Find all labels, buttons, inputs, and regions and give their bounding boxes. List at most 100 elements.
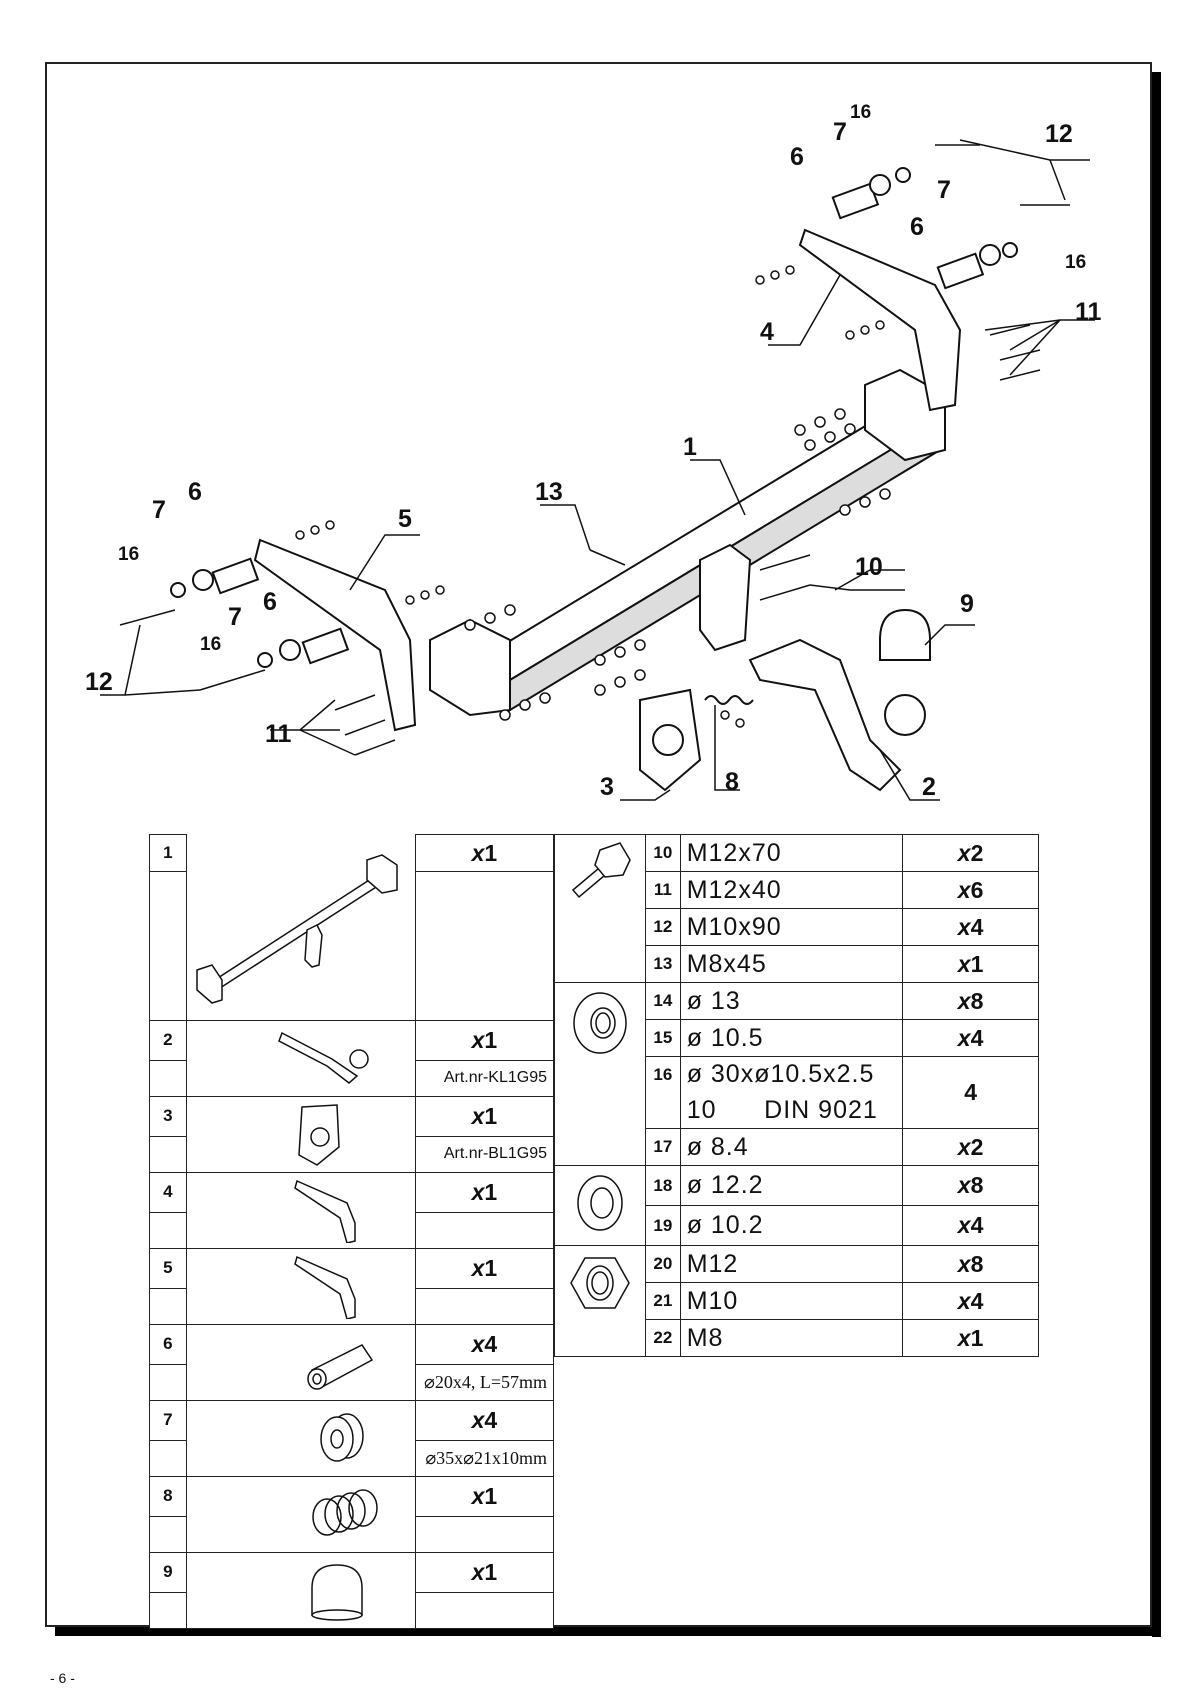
- part-qty: x1: [902, 945, 1039, 983]
- hardware-icon-spring-washer: [554, 1165, 646, 1246]
- callout-5: 5: [398, 505, 412, 533]
- parts-table-right: 10 M12x70 x2 11 M12x40 x6 12 M10x90 x4 1…: [554, 834, 1039, 1357]
- callout-8: 8: [725, 768, 739, 796]
- part-number: 22: [645, 1319, 681, 1357]
- part-number: 7: [149, 1399, 187, 1441]
- callout-3: 3: [600, 773, 614, 801]
- part-image-spring: [185, 1475, 416, 1552]
- part-number: 3: [149, 1095, 187, 1137]
- part-qty: x1: [902, 1319, 1039, 1357]
- crossbar: [429, 368, 946, 717]
- callout-1: 1: [683, 433, 697, 461]
- part-qty: x8: [902, 1165, 1039, 1206]
- part-number: 19: [645, 1205, 681, 1246]
- sheet-shadow-right: [1152, 72, 1161, 1637]
- page-number: - 6 -: [50, 1670, 75, 1686]
- part-number: 12: [645, 908, 681, 946]
- part-spec: M10: [679, 1282, 904, 1320]
- callout-4: 4: [760, 318, 774, 346]
- part-spec: M12x70: [679, 834, 904, 872]
- part-number: 13: [645, 945, 681, 983]
- part-image-bracket-left: [185, 1247, 416, 1324]
- part-number: 8: [149, 1475, 187, 1517]
- part-article-number: Art.nr-KL1G95: [415, 1060, 555, 1097]
- hardware-icon-bolt: [554, 834, 646, 983]
- part-number: 11: [645, 871, 681, 909]
- callout-12b: 12: [85, 668, 113, 696]
- callout-16d: 16: [200, 634, 221, 655]
- hardware-icon-flat-washer: [554, 982, 646, 1166]
- callout-11a: 11: [1075, 298, 1102, 326]
- part-qty: x4: [414, 1399, 555, 1441]
- part-number: 16: [645, 1056, 681, 1129]
- callout-7a: 7: [833, 118, 847, 146]
- part-spec: ø 13: [679, 982, 904, 1020]
- part-qty: 4: [902, 1056, 1039, 1129]
- part-image-crossbar: [185, 834, 416, 1020]
- part-spec: ø 30xø10.5x2.5: [679, 1056, 904, 1093]
- part-spec-standard: 10 DIN 9021: [679, 1092, 904, 1129]
- part-qty: x1: [414, 1551, 555, 1593]
- part-number: 10: [645, 834, 681, 872]
- callout-6d: 6: [263, 588, 277, 616]
- part-number: 14: [645, 982, 681, 1020]
- part-image-tow-ball: [185, 1019, 416, 1096]
- part-image-ball-cover: [185, 1551, 416, 1629]
- bracket-right: [798, 228, 962, 412]
- exploded-assembly-diagram: 1 2 3 4 5 6 6 6 6 7 7 7 7 8 9 10 11 11 1…: [85, 102, 1102, 801]
- part-qty: x4: [902, 1019, 1039, 1057]
- part-qty: x1: [414, 1475, 555, 1517]
- part-number: 9: [149, 1551, 187, 1593]
- bracket-left: [253, 538, 417, 732]
- part-number: 20: [645, 1245, 681, 1283]
- callout-6a: 6: [790, 143, 804, 171]
- socket-plate: [639, 688, 702, 792]
- part-qty: x1: [414, 1095, 555, 1137]
- part-spec: M12: [679, 1245, 904, 1283]
- part-number: 5: [149, 1247, 187, 1289]
- part-image-bracket-right: [185, 1171, 416, 1248]
- part-article-number: Art.nr-BL1G95: [415, 1136, 555, 1173]
- part-number: 2: [149, 1019, 187, 1061]
- part-number: 18: [645, 1165, 681, 1206]
- spring: [704, 695, 754, 705]
- part-dimensions: ⌀35x⌀21x10mm: [415, 1440, 555, 1477]
- callout-2: 2: [922, 773, 936, 801]
- bolts: [119, 144, 1070, 756]
- callout-9: 9: [960, 590, 974, 618]
- part-spec: M8x45: [679, 945, 904, 983]
- part-spec: M8: [679, 1319, 904, 1357]
- callout-7d: 7: [228, 603, 242, 631]
- part-qty: x1: [414, 1019, 555, 1061]
- nuts-washers: [295, 265, 891, 728]
- spacers-washers: [170, 167, 1018, 668]
- sheet-shadow-bottom: [55, 1627, 1161, 1636]
- part-spec: ø 12.2: [679, 1165, 904, 1206]
- callout-7c: 7: [152, 496, 166, 524]
- part-qty: x8: [902, 982, 1039, 1020]
- part-qty: x1: [414, 1171, 555, 1213]
- callout-7b: 7: [937, 176, 951, 204]
- callout-16c: 16: [118, 544, 139, 565]
- callout-16a: 16: [850, 102, 871, 123]
- leader-lines: [100, 139, 1095, 801]
- part-qty: x2: [902, 834, 1039, 872]
- part-image-socket-plate: [185, 1095, 416, 1172]
- callout-6c: 6: [188, 478, 202, 506]
- part-spec: M10x90: [679, 908, 904, 946]
- part-qty: x1: [414, 833, 555, 873]
- parts-table-left: 1 x1 2 x1 Art.nr-KL1G95 3 x1 Art.nr-BL1G: [149, 833, 555, 1629]
- hardware-icon-hex-nut: [554, 1245, 646, 1357]
- part-qty: x8: [902, 1245, 1039, 1283]
- part-number: 1: [149, 833, 187, 873]
- part-image-washer-thick: [185, 1399, 416, 1476]
- part-image-spacer-tube: [185, 1323, 416, 1400]
- part-spec: M12x40: [679, 871, 904, 909]
- part-qty: x4: [902, 1205, 1039, 1246]
- part-qty: x2: [902, 1128, 1039, 1166]
- callout-6b: 6: [910, 213, 924, 241]
- part-number: 21: [645, 1282, 681, 1320]
- part-qty: x1: [414, 1247, 555, 1289]
- callout-13: 13: [535, 478, 563, 506]
- part-number: 17: [645, 1128, 681, 1166]
